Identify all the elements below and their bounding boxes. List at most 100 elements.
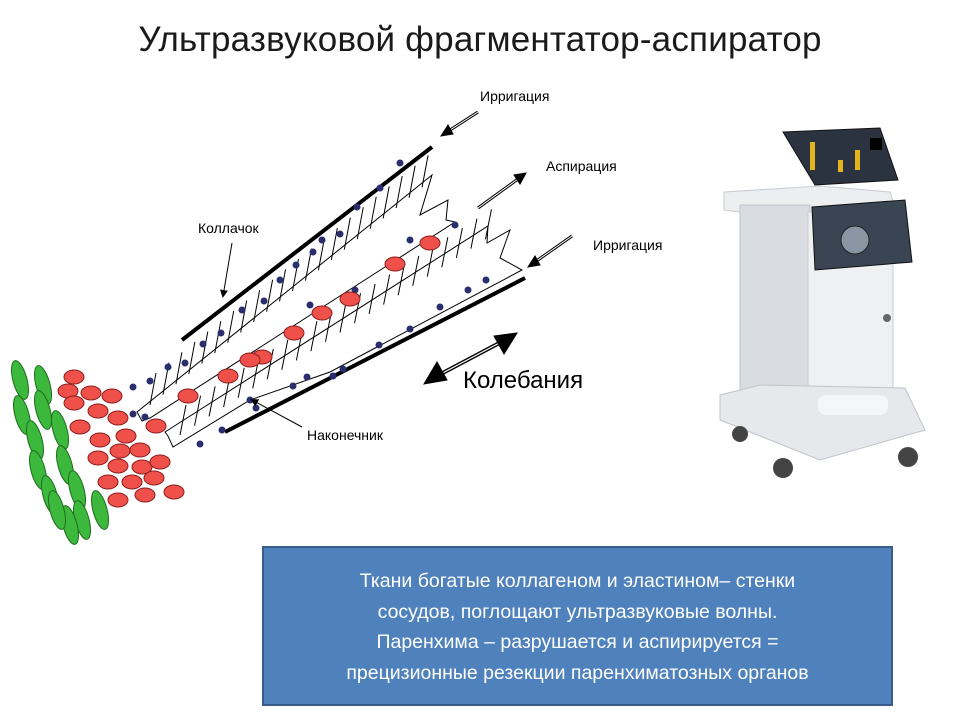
irrigation-dot (406, 325, 414, 333)
red-cell (109, 443, 131, 459)
label-tip: Наконечник (307, 427, 383, 443)
irrigation-dot (289, 382, 297, 390)
irrigation-dot (252, 404, 260, 412)
hatch-line (470, 218, 478, 249)
red-cell (283, 325, 305, 341)
red-cell (63, 395, 85, 411)
red-cell (87, 450, 109, 466)
hatch-line (214, 321, 222, 354)
label-irrigation-right: Ирригация (593, 237, 663, 253)
red-cell (131, 459, 153, 475)
irrigation-dot (336, 230, 344, 238)
hatch-line (369, 196, 377, 229)
red-cell (97, 474, 119, 490)
irrigation-dot (464, 286, 472, 294)
irrigation-dot (141, 413, 149, 421)
label-aspiration: Аспирация (546, 158, 617, 174)
irrigation-dot (260, 297, 268, 305)
info-line: сосудов, поглощают ультразвуковые волны. (377, 600, 778, 623)
label-oscillation: Колебания (463, 367, 584, 394)
red-cell (89, 432, 111, 448)
irrigation-dot (375, 341, 383, 349)
red-cell (339, 291, 361, 307)
hatch-line (227, 310, 235, 343)
irrigation-dot (129, 410, 137, 418)
flow-arrows (220, 110, 573, 428)
lumen-red-cells (145, 235, 441, 434)
info-box: Ткани богатые коллагеном и эластином– ст… (262, 546, 893, 706)
irrigation-dot (436, 303, 444, 311)
hatch-line (412, 255, 420, 287)
red-cell (384, 256, 406, 272)
hatch-line (279, 269, 287, 302)
irrigation-dot (353, 203, 361, 211)
hatch-line (395, 175, 403, 209)
red-cell (134, 487, 156, 503)
irrigation-dot (376, 184, 384, 192)
hatch-line (317, 238, 325, 271)
hatch-line (339, 302, 347, 333)
label-irrigation-top: Ирригация (480, 88, 550, 104)
red-cell (163, 484, 185, 500)
hatch-line (194, 395, 202, 426)
red-cell (145, 418, 167, 434)
red-cell (101, 388, 123, 404)
red-cell (107, 458, 129, 474)
red-cell (177, 388, 199, 404)
irrigation-dot (276, 276, 284, 284)
hatch-line (382, 186, 390, 219)
irrigation-dot (309, 248, 317, 256)
irrigation-dot (146, 377, 154, 385)
irrigation-dot (164, 363, 172, 371)
info-line: Паренхима – разрушается и аспирируется = (376, 631, 779, 653)
hatch-line (240, 300, 248, 333)
red-cell (107, 410, 129, 426)
red-cell (115, 428, 137, 444)
red-cell (149, 454, 171, 470)
red-cell (217, 368, 239, 384)
irrigation-dot (217, 329, 225, 337)
red-cell (143, 470, 165, 486)
green-cell (50, 410, 70, 450)
hatch-line (441, 237, 449, 268)
irrigation-dot (238, 306, 246, 314)
green-cell (10, 360, 30, 400)
red-cell (239, 352, 261, 368)
hatch-line (484, 209, 492, 240)
hatch-line (330, 227, 338, 261)
hatch-line (175, 352, 183, 385)
irrigation-dot (329, 372, 337, 380)
irrigation-dot (303, 373, 311, 381)
irrigation-dot (181, 359, 189, 367)
green-cell (47, 490, 67, 530)
hatch-line (188, 341, 196, 375)
hatch-line (266, 348, 274, 380)
device-photo (719, 127, 926, 478)
red-cell (63, 369, 85, 385)
red-cell (311, 305, 333, 321)
hatch-line (208, 386, 216, 417)
irrigation-dot (482, 276, 490, 284)
hatch-line (426, 246, 434, 277)
tissue-green-cells (10, 360, 110, 545)
irrigation-dot (351, 286, 359, 294)
green-cell (33, 390, 53, 430)
hatch-line (266, 279, 274, 312)
hatch-line (455, 227, 463, 259)
hatch-line (368, 283, 376, 314)
irrigation-dot (218, 426, 226, 434)
hatch-line (201, 331, 209, 364)
irrigation-dot (129, 383, 137, 391)
irrigation-dot (339, 365, 347, 373)
irrigation-dot (318, 236, 326, 244)
red-cell (69, 419, 91, 435)
tissue-red-cells (57, 369, 185, 508)
red-cell (87, 403, 109, 419)
label-cap: Коллачок (198, 220, 259, 236)
hatch-line (383, 274, 391, 305)
cap-line-bottom (224, 276, 526, 434)
red-cell (80, 385, 102, 401)
hatch-line (281, 339, 289, 370)
